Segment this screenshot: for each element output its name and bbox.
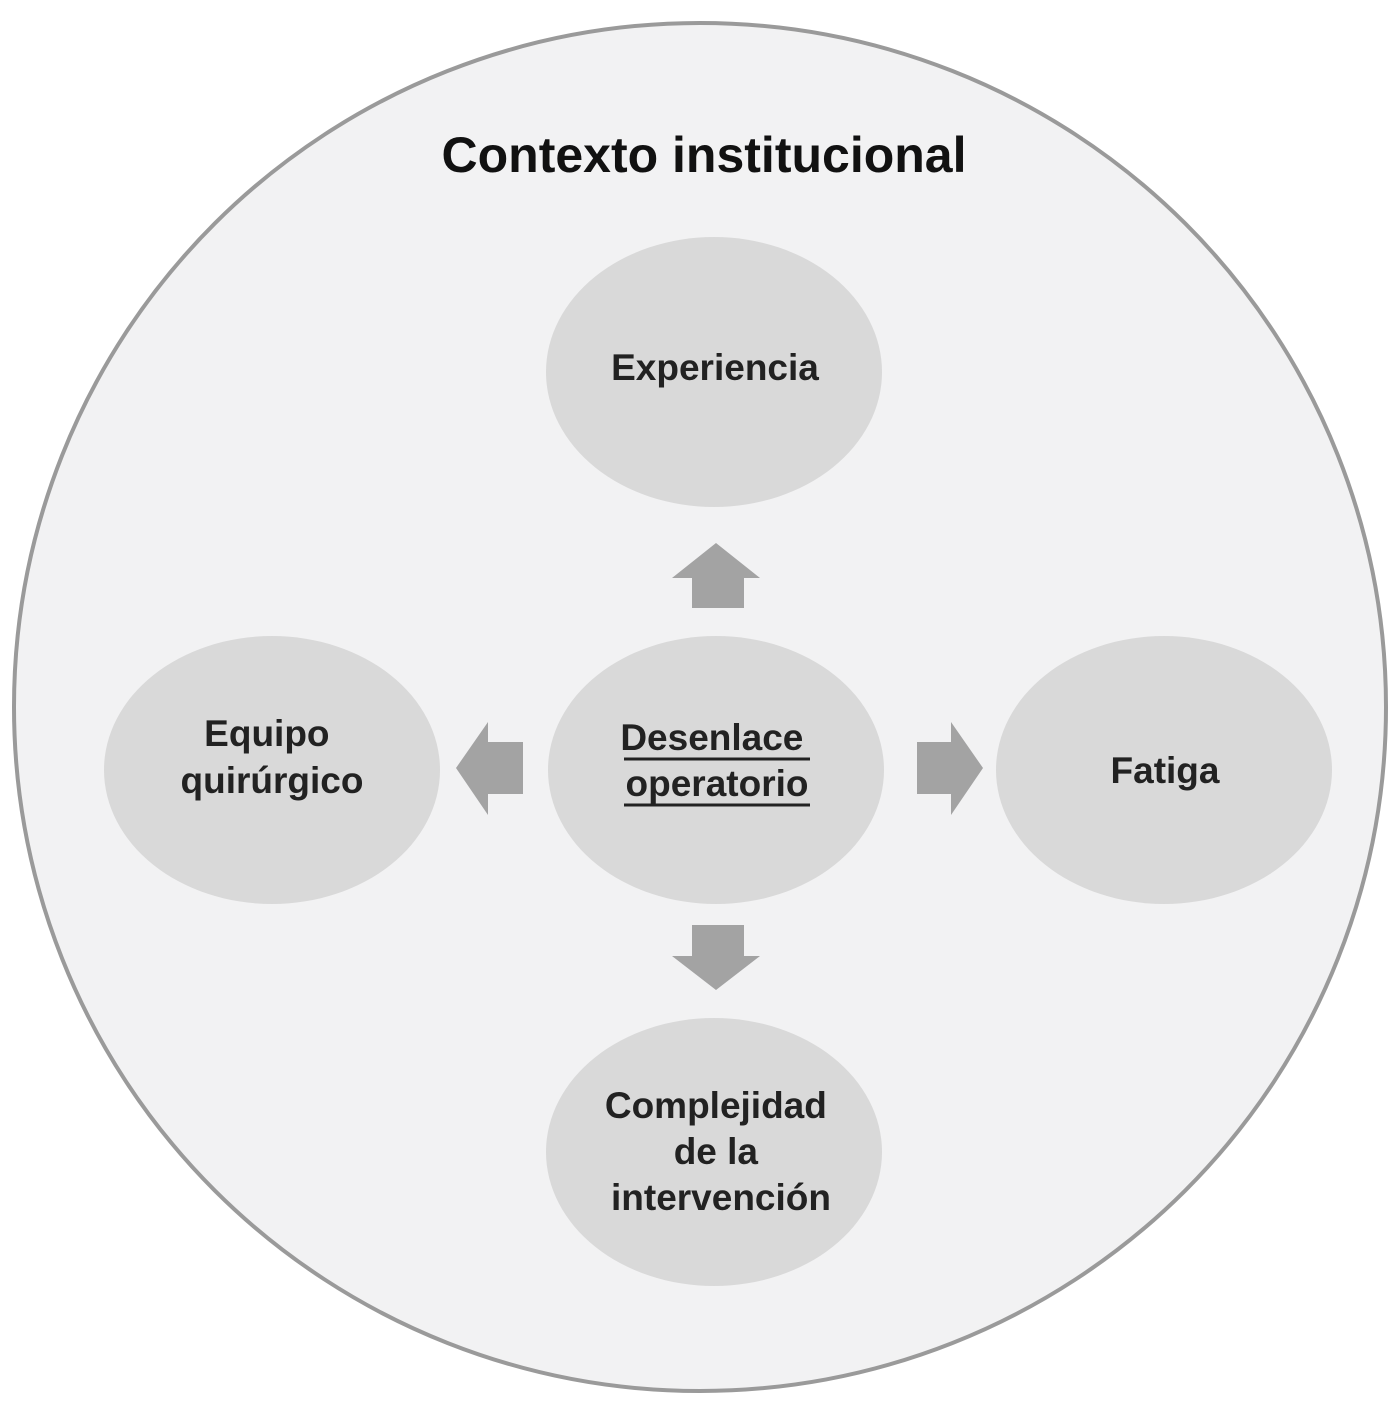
arrow-up [672,543,760,608]
diagram-title: Contexto institucional [442,127,967,183]
node-fatiga-label: Fatiga [1111,750,1220,791]
arrow-down [672,925,760,990]
node-fatiga-ellipse [996,636,1332,904]
node-desenlace-operatorio-ellipse [548,636,884,904]
node-equipo-quirurgico-ellipse [104,636,440,904]
node-complejidad-label: Complejidad de la intervención [605,1085,837,1218]
node-equipo-quirurgico-label: Equipo quirúrgico [181,713,364,801]
node-experiencia-ellipse [546,237,882,507]
arrow-left [456,722,523,815]
node-experiencia-label: Experiencia [611,347,819,388]
node-complejidad-ellipse [546,1018,882,1286]
arrow-right [917,722,983,815]
node-desenlace-operatorio-label: Desenlace operatorio [620,717,813,804]
